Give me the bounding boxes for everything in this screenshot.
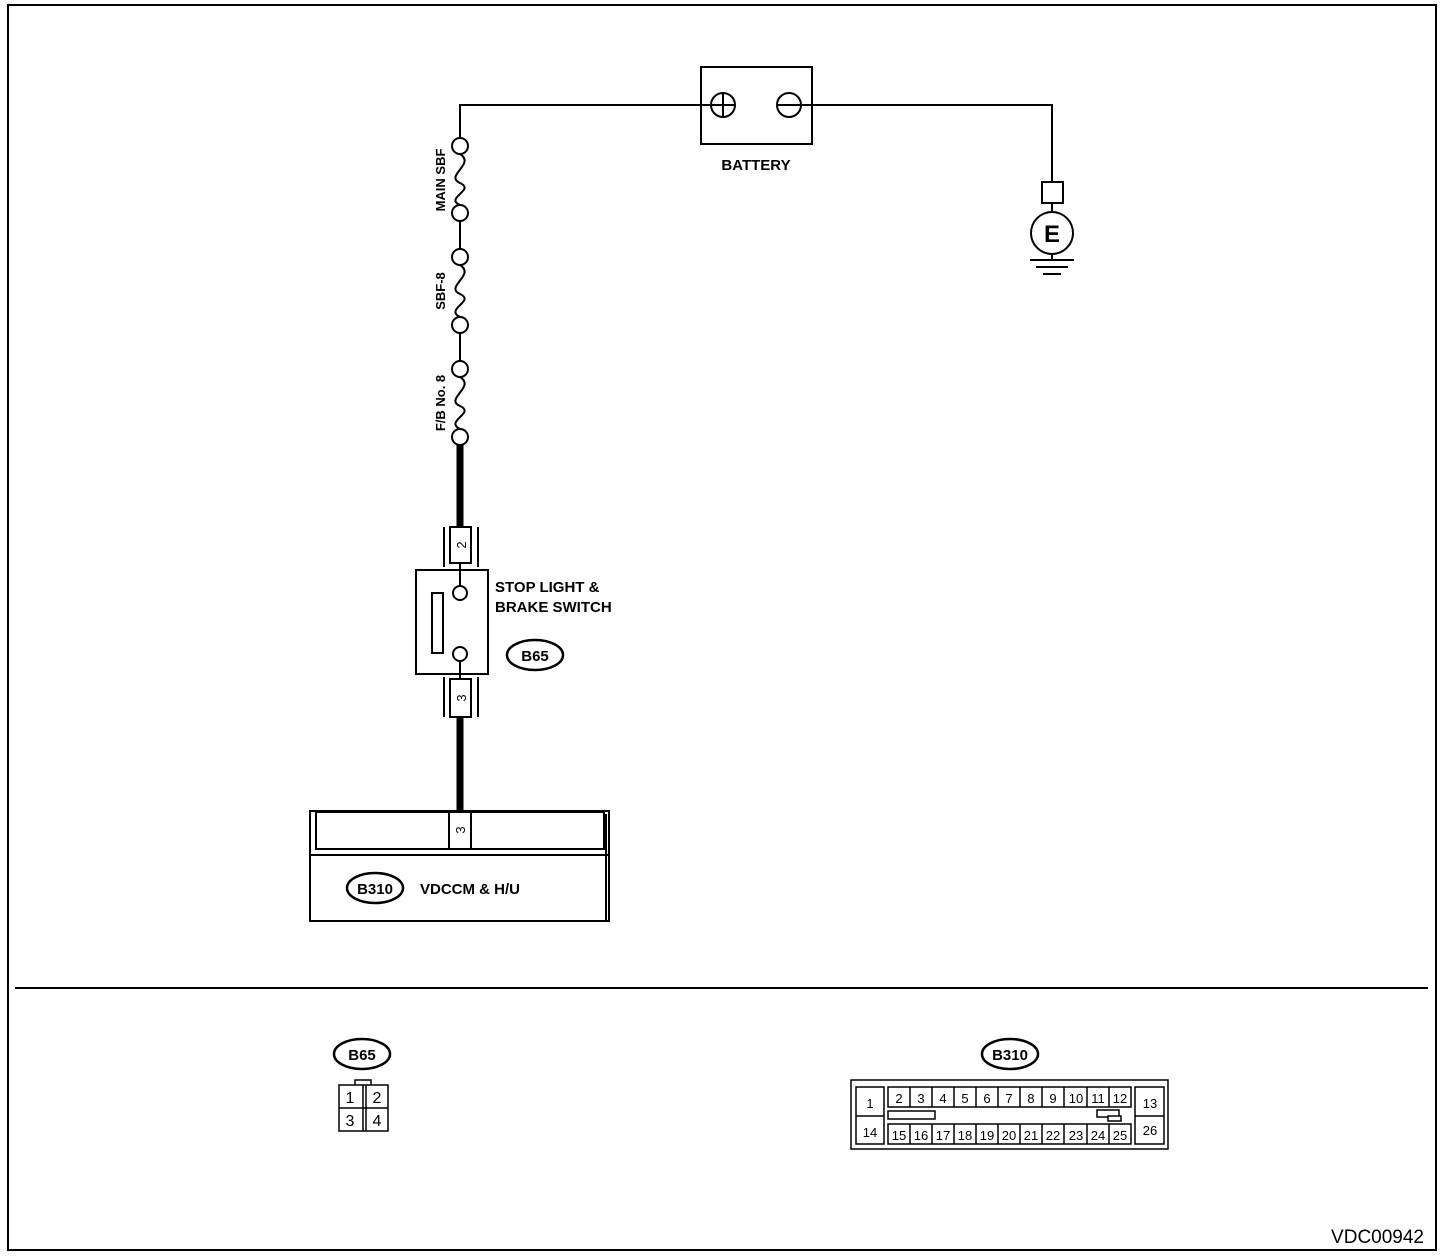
b310-pin: 12 bbox=[1113, 1091, 1127, 1106]
b310-pin: 23 bbox=[1069, 1128, 1083, 1143]
b310-pin: 9 bbox=[1049, 1091, 1056, 1106]
b310-pin: 1 bbox=[866, 1096, 873, 1111]
battery-label: BATTERY bbox=[721, 157, 790, 174]
b310-pin: 24 bbox=[1091, 1128, 1105, 1143]
b310-pin: 17 bbox=[936, 1128, 950, 1143]
fuse-main-sbf: MAIN SBF bbox=[433, 137, 469, 222]
ground-point: E bbox=[1030, 181, 1074, 275]
b310-pin: 15 bbox=[892, 1128, 906, 1143]
b310-pin: 13 bbox=[1143, 1096, 1157, 1111]
diagram-code: VDC00942 bbox=[1331, 1227, 1424, 1248]
battery: BATTERY bbox=[700, 66, 813, 174]
wire-battery-positive bbox=[459, 104, 711, 138]
b310-pin: 7 bbox=[1005, 1091, 1012, 1106]
b310-pin: 26 bbox=[1143, 1123, 1157, 1138]
b310-pin: 2 bbox=[895, 1091, 902, 1106]
plus-icon bbox=[710, 92, 736, 118]
switch-name-line1: STOP LIGHT & bbox=[495, 579, 600, 596]
switch-body bbox=[415, 569, 489, 675]
module-connector-badge bbox=[345, 871, 405, 905]
b310-pin: 4 bbox=[939, 1091, 946, 1106]
b310-row-top bbox=[887, 1086, 1132, 1108]
stop-light-brake-switch: 2 3 STOP LIGHT & BRAKE SWITCH B65 bbox=[415, 526, 612, 718]
b310-pin: 6 bbox=[983, 1091, 990, 1106]
page-frame bbox=[7, 4, 1437, 1251]
b310-pin: 14 bbox=[863, 1125, 877, 1140]
b310-pin: 8 bbox=[1027, 1091, 1034, 1106]
switch-pin-bottom-label: 3 bbox=[454, 694, 469, 701]
b310-pin: 19 bbox=[980, 1128, 994, 1143]
ground-label: E bbox=[1044, 221, 1060, 248]
switch-plunger bbox=[431, 592, 444, 654]
connector-view-b65: B65 1 2 3 4 bbox=[332, 1037, 392, 1132]
switch-pin-top-label: 2 bbox=[454, 541, 469, 548]
module-pin bbox=[448, 811, 472, 850]
b310-pin: 5 bbox=[961, 1091, 968, 1106]
b310-key-left bbox=[887, 1110, 936, 1120]
switch-connector-badge bbox=[505, 638, 565, 672]
module-pin-label: 3 bbox=[453, 826, 468, 833]
b65-pin: 2 bbox=[373, 1090, 382, 1107]
module-connector-label: B310 bbox=[357, 881, 393, 898]
b310-view-label: B310 bbox=[992, 1047, 1028, 1064]
b310-pin: 22 bbox=[1046, 1128, 1060, 1143]
module-name: VDCCM & H/U bbox=[420, 881, 520, 898]
b65-pin: 3 bbox=[346, 1113, 355, 1130]
b65-view-badge bbox=[332, 1037, 392, 1071]
b310-view-badge bbox=[980, 1037, 1040, 1071]
fuse-main-sbf-label: MAIN SBF bbox=[433, 149, 448, 212]
b310-row-bottom bbox=[887, 1123, 1132, 1145]
ground-terminal bbox=[1041, 181, 1064, 204]
fuse-sbf-8-label: SBF-8 bbox=[433, 272, 448, 310]
b310-pin: 16 bbox=[914, 1128, 928, 1143]
b310-pin: 11 bbox=[1091, 1091, 1105, 1106]
b310-pin: 18 bbox=[958, 1128, 972, 1143]
b65-pin: 4 bbox=[373, 1113, 382, 1130]
b310-pin: 20 bbox=[1002, 1128, 1016, 1143]
b65-view-label: B65 bbox=[348, 1047, 376, 1064]
vdccm-module: 3 B310 VDCCM & H/U bbox=[309, 810, 610, 922]
b310-pin: 3 bbox=[917, 1091, 924, 1106]
b310-pin: 25 bbox=[1113, 1128, 1127, 1143]
b310-pin: 10 bbox=[1069, 1091, 1083, 1106]
switch-name-line2: BRAKE SWITCH bbox=[495, 599, 612, 616]
b310-pin: 21 bbox=[1024, 1128, 1038, 1143]
wire-battery-negative bbox=[801, 104, 1053, 182]
connector-view-b310: B310 1 2 3 4 5 6 7 bbox=[850, 1037, 1169, 1150]
fuse-fb-no-8: F/B No. 8 bbox=[433, 360, 469, 446]
b65-pin: 1 bbox=[346, 1090, 355, 1107]
fuse-sbf-8: SBF-8 bbox=[433, 248, 469, 334]
fuse-fb-no-8-label: F/B No. 8 bbox=[433, 375, 448, 431]
switch-connector-label: B65 bbox=[521, 648, 549, 665]
